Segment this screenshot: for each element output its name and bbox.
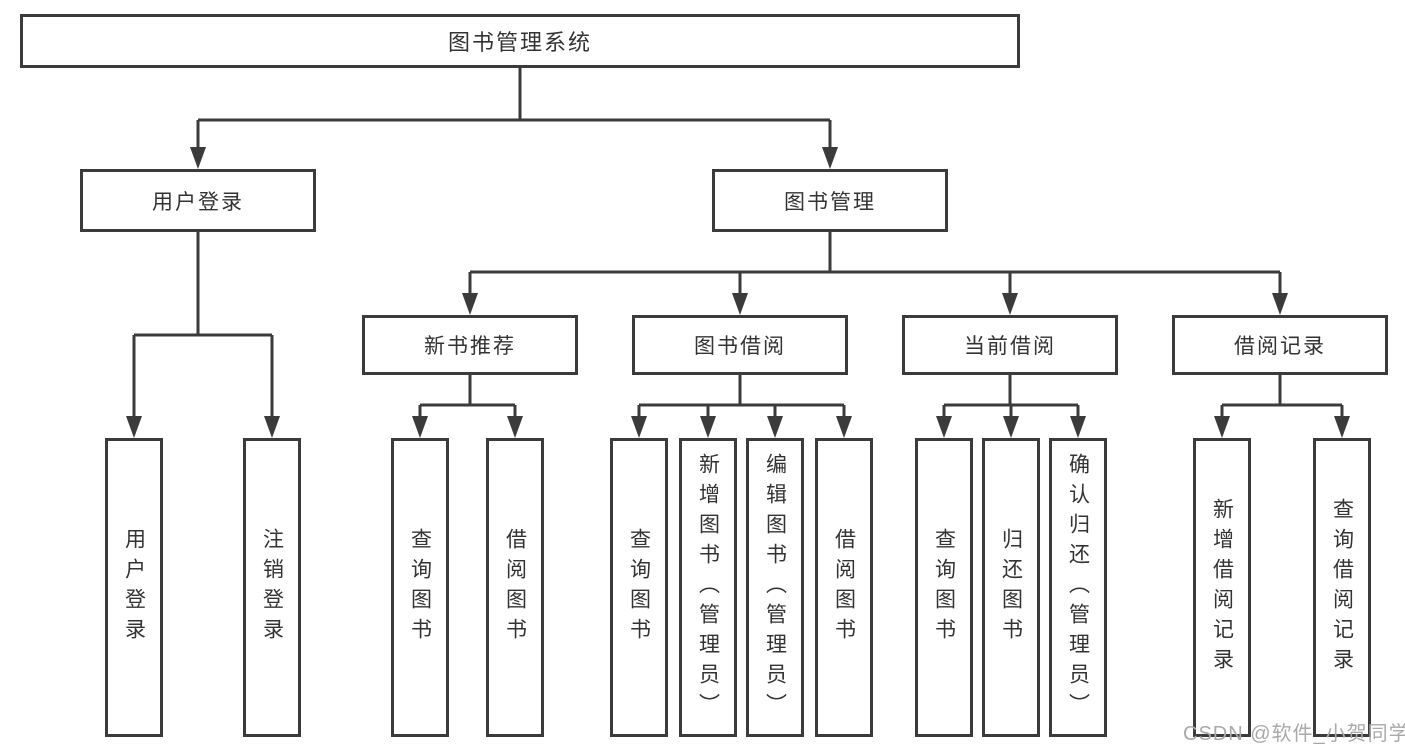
leaf-br-new-record: 新增借阅记录: [1193, 438, 1251, 737]
leaf-bb-query-books: 查询图书: [610, 438, 668, 737]
arrow-down-icon: [1002, 293, 1018, 315]
arrow-down-icon: [700, 416, 716, 438]
node-current-borrowing: 当前借阅: [902, 315, 1118, 375]
watermark: CSDN @软件_小贺同学: [1183, 723, 1405, 745]
leaf-cb-query-books: 查询图书: [915, 438, 973, 737]
arrow-down-icon: [1334, 416, 1350, 438]
arrow-down-icon: [732, 293, 748, 315]
connector-borrowing-records-to-leaves: [1214, 375, 1350, 438]
arrow-down-icon: [1214, 416, 1230, 438]
connector-current-borrowing-to-leaves: [936, 375, 1086, 438]
leaf-bb-edit-books-admin: 编辑图书（管理员）: [746, 438, 804, 737]
leaf-bb-add-books-admin: 新增图书（管理员）: [679, 438, 737, 737]
arrow-down-icon: [836, 416, 852, 438]
leaf-nbr-query-books: 查询图书: [391, 438, 449, 737]
leaf-bb-borrow-books: 借阅图书: [815, 438, 873, 737]
arrow-down-icon: [190, 147, 206, 169]
arrow-down-icon: [767, 416, 783, 438]
connector-root-to-level2: [190, 68, 838, 169]
node-user-login: 用户登录: [80, 169, 316, 232]
arrow-down-icon: [936, 416, 952, 438]
arrow-down-icon: [1070, 416, 1086, 438]
connector-new-book-recommendation-to-leaves: [412, 375, 523, 438]
connector-book-borrowing-to-leaves: [631, 375, 852, 438]
node-new-book-recommendation: 新书推荐: [362, 315, 578, 375]
arrow-down-icon: [822, 147, 838, 169]
node-borrowing-records: 借阅记录: [1172, 315, 1388, 375]
node-book-management: 图书管理: [712, 169, 948, 232]
arrow-down-icon: [412, 416, 428, 438]
node-book-borrowing: 图书借阅: [632, 315, 848, 375]
leaf-logout: 注销登录: [243, 438, 301, 737]
node-library-management-system: 图书管理系统: [20, 14, 1020, 68]
connector-user-login-to-leaves: [126, 232, 280, 438]
arrow-down-icon: [631, 416, 647, 438]
leaf-nbr-borrow-books: 借阅图书: [486, 438, 544, 737]
arrow-down-icon: [264, 416, 280, 438]
leaf-cb-return-books: 归还图书: [982, 438, 1040, 737]
arrow-down-icon: [507, 416, 523, 438]
arrow-down-icon: [462, 293, 478, 315]
leaf-user-login: 用户登录: [105, 438, 163, 737]
arrow-down-icon: [1272, 293, 1288, 315]
connector-book-management-to-level3: [462, 232, 1288, 315]
leaf-br-query-record: 查询借阅记录: [1313, 438, 1371, 737]
arrow-down-icon: [1003, 416, 1019, 438]
leaf-cb-confirm-return-admin: 确认归还（管理员）: [1049, 438, 1107, 737]
arrow-down-icon: [126, 416, 142, 438]
